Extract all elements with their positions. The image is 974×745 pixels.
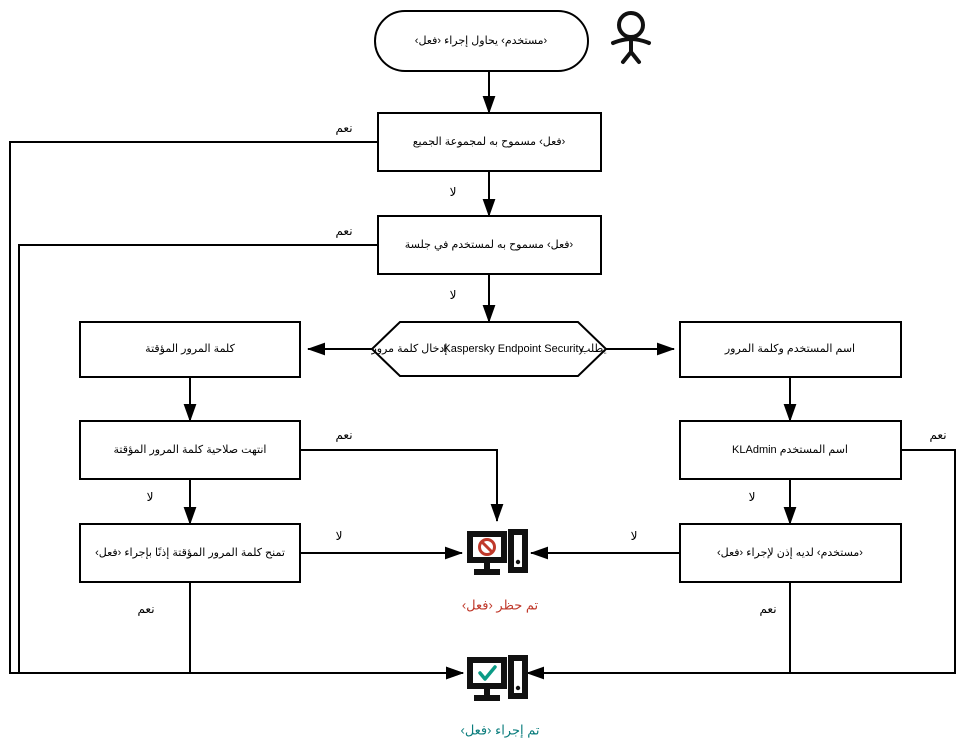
node-start-label: ‹مستخدم› يحاول إجراء ‹فعل› <box>415 35 548 47</box>
edge-allowed-session-yes <box>18 244 378 673</box>
node-user-has-permission[interactable]: ‹مستخدم› لديه إذن لإجراء ‹فعل› <box>679 523 902 583</box>
node-temp-password[interactable]: كلمة المرور المؤقتة <box>79 321 301 378</box>
node-kladmin-username[interactable]: اسم المستخدم KLAdmin <box>679 420 902 480</box>
node-temp-password-grants[interactable]: تمنح كلمة المرور المؤقتة إذنًا بإجراء ‹ف… <box>79 523 301 583</box>
edge-label-user-permission-no: لا <box>631 529 638 543</box>
user-person-icon <box>611 11 651 64</box>
edge-label-allowed-everyone-no: لا <box>450 185 457 199</box>
node-username-password[interactable]: اسم المستخدم وكلمة المرور <box>679 321 902 378</box>
node-allowed-everyone-label: ‹فعل› مسموح به لمجموعة الجميع <box>413 136 566 148</box>
edge-label-temp-expired-yes: نعم <box>335 428 352 442</box>
node-temp-password-expired-label: انتهت صلاحية كلمة المرور المؤقتة <box>114 444 267 456</box>
monitor-blocked-icon <box>467 529 528 575</box>
node-allowed-session-user[interactable]: ‹فعل› مسموح به لمستخدم في جلسة <box>377 215 602 275</box>
edge-label-temp-expired-no: لا <box>147 490 154 504</box>
node-start[interactable]: ‹مستخدم› يحاول إجراء ‹فعل› <box>374 10 589 72</box>
node-kladmin-username-label: اسم المستخدم KLAdmin <box>732 444 848 456</box>
blocked-caption: تم حظر ‹فعل› <box>462 597 539 613</box>
edge-label-temp-grants-no: لا <box>336 529 343 543</box>
edge-label-kladmin-yes: نعم <box>929 428 946 442</box>
edge-labels-layer: نعم لا نعم لا نعم لا لا نعم نعم لا لا نع… <box>137 121 946 616</box>
edge-label-user-permission-yes: نعم <box>759 602 776 616</box>
node-temp-password-label: كلمة المرور المؤقتة <box>145 343 235 355</box>
edges-layer <box>9 71 956 680</box>
node-user-has-permission-label: ‹مستخدم› لديه إذن لإجراء ‹فعل› <box>717 547 863 559</box>
edge-label-allowed-session-yes: نعم <box>335 224 352 238</box>
node-allowed-session-user-label: ‹فعل› مسموح به لمستخدم في جلسة <box>405 239 574 251</box>
node-username-password-label: اسم المستخدم وكلمة المرور <box>724 343 855 355</box>
edge-label-allowed-everyone-yes: نعم <box>335 121 352 135</box>
node-kes-prompt-label: يطلبKaspersky Endpoint Securityإدخال كلم… <box>370 343 606 355</box>
edge-label-allowed-session-no: لا <box>450 288 457 302</box>
node-kes-password-prompt[interactable]: يطلبKaspersky Endpoint Securityإدخال كلم… <box>370 321 608 377</box>
edge-temp-expired-yes <box>300 449 504 522</box>
allowed-caption: تم إجراء ‹فعل› <box>460 722 539 738</box>
edge-kladmin-yes <box>526 449 956 680</box>
node-allowed-everyone[interactable]: ‹فعل› مسموح به لمجموعة الجميع <box>377 112 602 172</box>
node-temp-password-grants-label: تمنح كلمة المرور المؤقتة إذنًا بإجراء ‹ف… <box>95 547 285 559</box>
edge-label-temp-grants-yes: نعم <box>137 602 154 616</box>
node-temp-password-expired[interactable]: انتهت صلاحية كلمة المرور المؤقتة <box>79 420 301 480</box>
monitor-check-icon <box>467 655 528 701</box>
edge-label-kladmin-no: لا <box>749 490 756 504</box>
edge-temp-grants-yes <box>189 582 464 680</box>
